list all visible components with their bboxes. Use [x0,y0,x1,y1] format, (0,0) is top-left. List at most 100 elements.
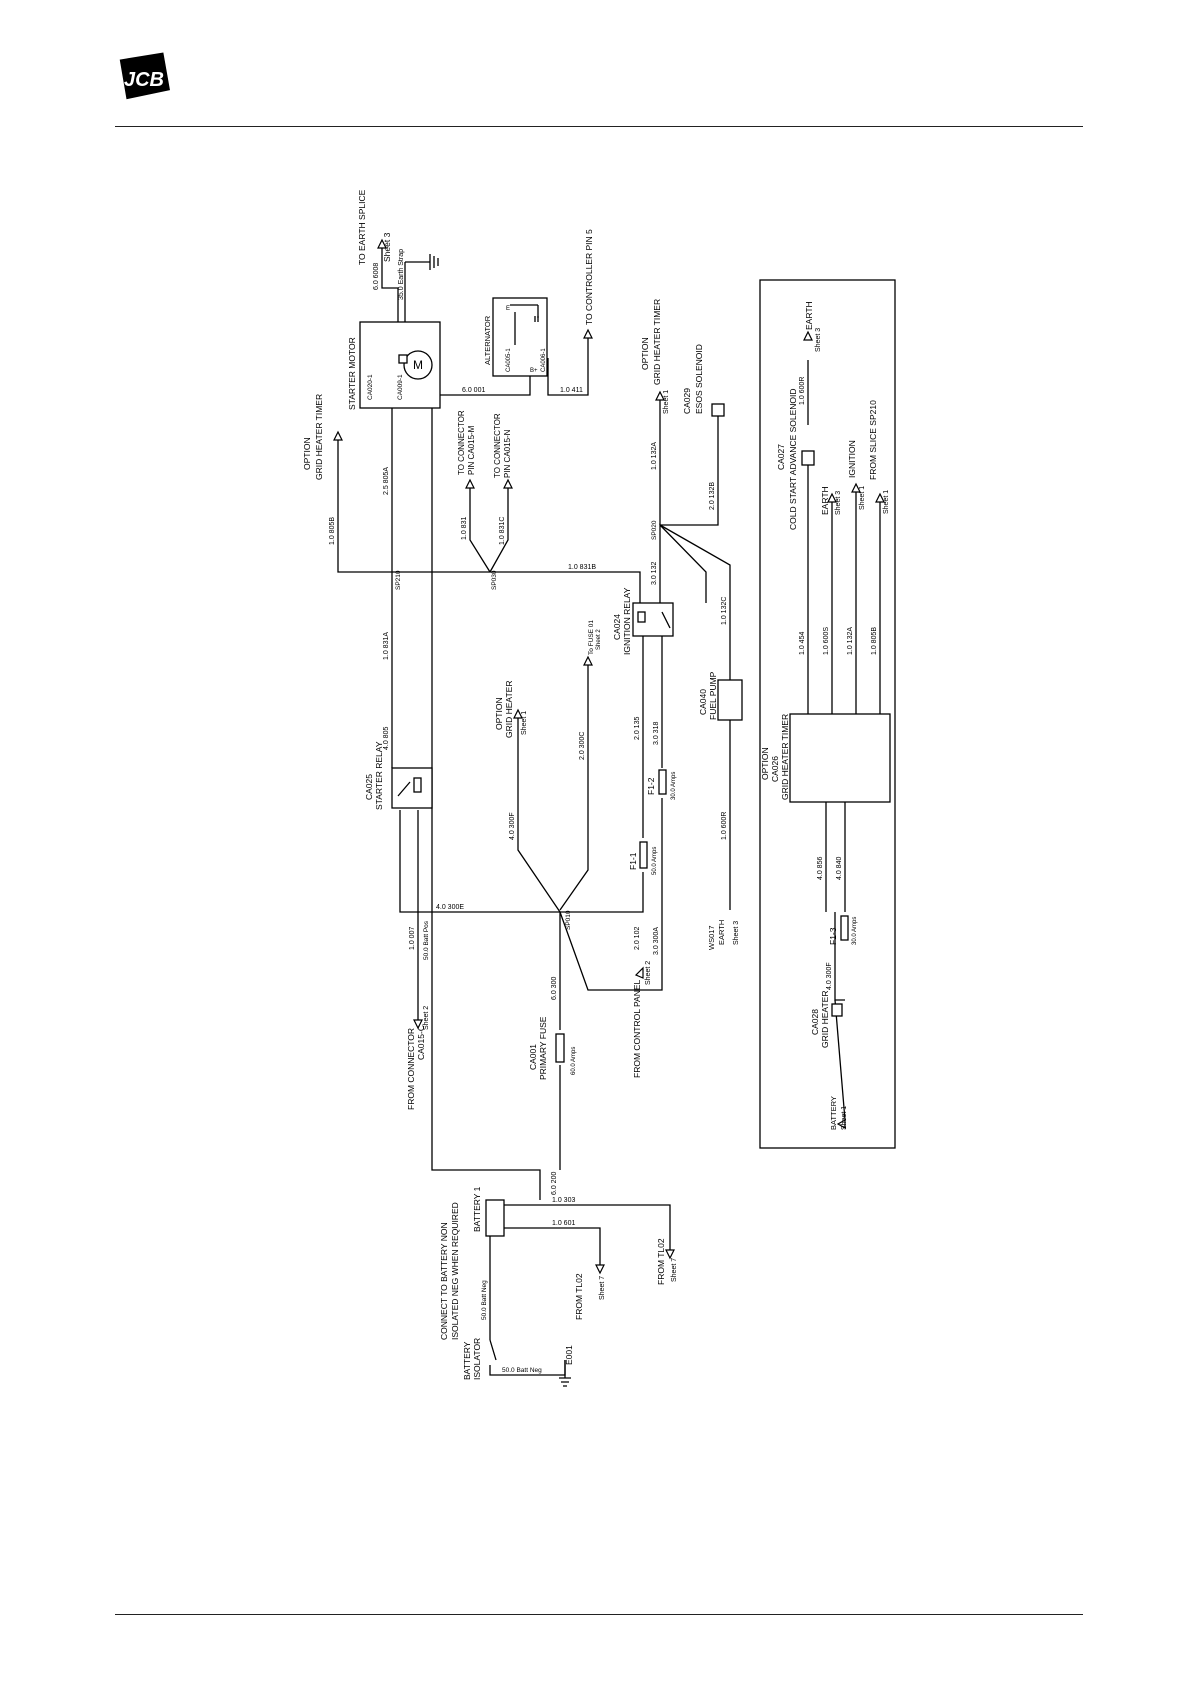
label-sp020: SP020 [651,520,658,540]
esos-solenoid-box [711,403,725,417]
label-battery: BATTERY [829,1096,838,1130]
label-ca026: CA026 [770,756,780,782]
label-wire: 4.0 856 [817,857,824,880]
cold-start-solenoid-box [801,450,815,466]
fuel-pump-box [717,679,743,721]
label-wire: 2.0 132B [709,482,716,510]
label-sheet: Sheet 3 [835,491,842,515]
label-wire: 4.0 840 [836,857,843,880]
label-wire: 50.0 Batt Neg [481,1280,488,1320]
fuse-f1-3 [840,915,849,941]
label-sheet: Sheet 2 [596,629,602,650]
label-wire: 1.0 132A [847,627,854,655]
label-alt-e: E [506,306,510,312]
label-sheet: Sheet 1 [883,490,890,514]
label-option: OPTION [302,437,312,470]
label-wire: 2.0 102 [634,927,641,950]
label-connector: CA020-1 [367,374,374,400]
label-ca029: CA029 [682,388,692,414]
label-wire: 3.0 300A [653,927,660,955]
label-wire: 4.0 300F [509,812,516,840]
label-earth: EARTH [717,920,726,945]
label-from-connector: FROM CONNECTOR [406,1028,416,1110]
label-wire: 6.0 300 [551,977,558,1000]
label-wire: 2.5 805A [383,467,390,495]
label-to-connector: PIN CA015-M [467,425,476,475]
label-connect-note: ISOLATED NEG WHEN REQUIRED [450,1202,460,1340]
label-grid-heater: GRID HEATER [504,681,514,738]
label-wire: 6.0 200 [551,1172,558,1195]
primary-fuse [555,1033,565,1063]
grid-heater-box [831,1003,843,1017]
battery-1-box [485,1199,505,1237]
label-battery-isolator: ISOLATOR [472,1338,482,1380]
label-sheet: Sheet 3 [733,921,740,945]
label-f1-1: F1-1 [628,852,638,870]
label-wire: 1.0 600R [799,377,806,405]
starter-relay-box [391,767,433,809]
label-sheet: Sheet 2 [645,961,652,985]
label-to-connector: TO CONNECTOR [457,410,466,475]
label-wire: 3.0 132 [651,562,658,585]
label-grid-heater-timer: GRID HEATER TIMER [652,299,662,385]
label-wire: 1.0 600S [823,627,830,655]
label-sheet: Sheet 1 [841,1106,848,1130]
label-sheet: Sheet 1 [663,390,670,414]
label-wire: 50.0 Batt Neg [502,1367,542,1374]
label-from-control-panel: FROM CONTROL PANEL [632,979,642,1078]
label-to-connector: TO CONNECTOR [493,413,502,478]
label-wire: 3.0 318 [653,722,660,745]
label-cold-start: COLD START ADVANCE SOLENOID [788,388,798,530]
schematic-labels: TO EARTH SPLICE Sheet 3 6.0 6008 35.0 Ea… [302,189,890,1380]
connector-arrows [333,238,885,1275]
label-grid-heater-timer: GRID HEATER TIMER [314,394,324,480]
label-starter-motor: STARTER MOTOR [347,337,357,410]
label-amps: 30.0 Amps [671,772,677,800]
label-ca025: CA025 [364,774,374,800]
label-wire: 1.0 805B [329,517,336,545]
label-wire: 1.0 805B [871,627,878,655]
label-f1-3: F1-3 [828,927,838,945]
label-sheet: Sheet 1 [859,486,866,510]
label-sheet: Sheet 7 [599,1276,606,1300]
label-wire: 1.0 411 [560,387,583,394]
label-wire: 1.0 601 [552,1220,575,1227]
motor-symbol: M [413,358,423,372]
label-connector: CA009-1 [397,374,404,400]
label-ca001: CA001 [528,1044,538,1070]
alternator-box [492,297,548,377]
label-ca024: CA024 [612,614,622,640]
label-wire: 1.0 132C [721,597,728,625]
label-wire: 4.0 300F [826,962,833,990]
header-rule [115,126,1083,127]
label-wire: 1.0 132A [651,442,658,470]
label-wire: 1.0 600R [721,812,728,840]
option-outline-box [759,279,896,1149]
label-amps: 50.0 Amps [652,847,658,875]
label-battery-isolator: BATTERY [462,1341,472,1380]
label-connector: CA006-1 [541,348,547,372]
label-wire: 1.0 831A [383,632,390,660]
label-alternator: ALTERNATOR [483,315,492,365]
grid-heater-timer-box [789,713,891,803]
label-sheet: Sheet 3 [815,328,822,352]
label-from-tl02: FROM TL02 [656,1238,666,1285]
label-fuel-pump: FUEL PUMP [708,671,718,720]
label-wire: 1.0 831C [499,517,506,545]
label-wire: 2.0 300C [579,732,586,760]
label-ignition-relay: IGNITION RELAY [622,587,632,655]
label-to-earth-splice: TO EARTH SPLICE [357,189,367,265]
label-wire: 4.0 805 [383,727,390,750]
label-ca027: CA027 [776,444,786,470]
jcb-logo: JCB [119,52,170,100]
label-connect-note: CONNECT TO BATTERY NON [439,1222,449,1340]
label-from-tl02: FROM TL02 [574,1273,584,1320]
wires [337,248,881,1387]
label-wire: 6.0 6008 [373,263,380,290]
label-wire: 1.0 831B [568,564,596,571]
label-sp030: SP030 [491,570,498,590]
label-ca028: CA028 [810,1009,820,1035]
footer-rule [115,1614,1083,1615]
label-ignition: IGNITION [847,440,857,478]
label-primary-fuse: PRIMARY FUSE [538,1016,548,1080]
